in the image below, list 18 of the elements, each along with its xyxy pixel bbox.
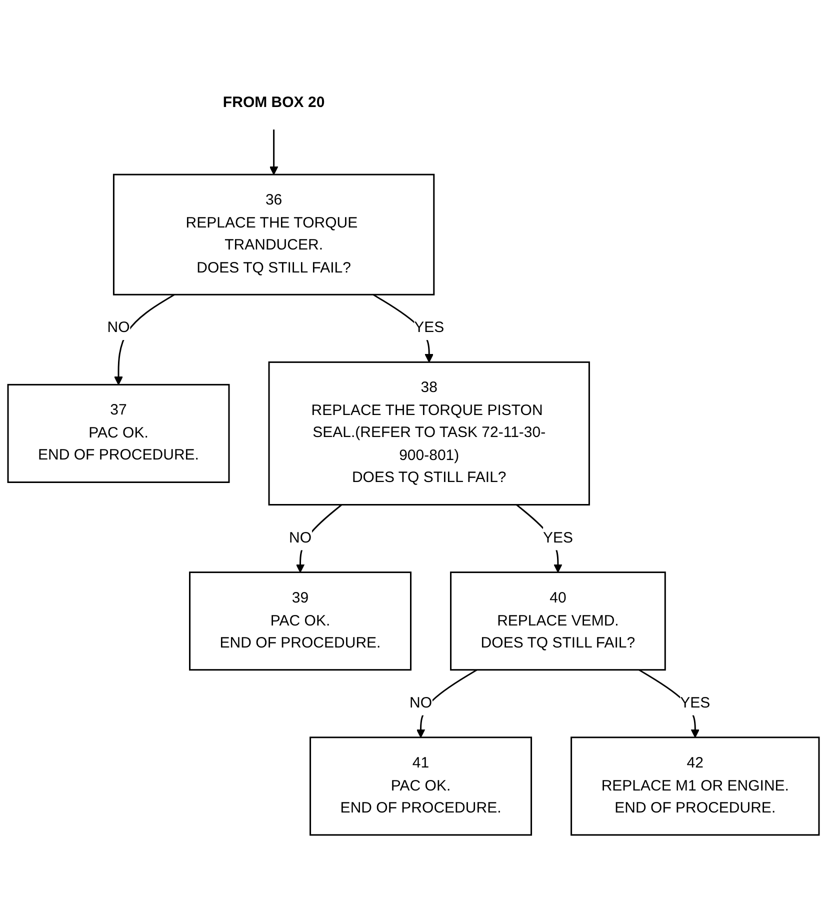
edge-label: NO [107,318,130,336]
arrow [114,294,175,385]
node-box: 38 REPLACE THE TORQUE PISTON SEAL.(REFER TO TASK 72-11-30-900-801) DOES TQ STILL FAIL? [268,360,590,506]
arrow [416,668,478,738]
node-box: 37 PAC OK. END OF PROCEDURE. [7,383,230,482]
edge-label: NO [289,528,312,546]
node-box: 36 REPLACE THE TORQUE TRANDUCER. DOES TQ STILL FAIL? [112,173,435,295]
node-text: FROM BOX 20 [222,94,325,111]
edge-label: YES [680,694,710,711]
edge-label: NO [410,694,432,711]
arrow [269,129,278,174]
node-box: 39 PAC OK. END OF PROCEDURE. [189,571,412,670]
arrow [296,504,342,572]
edge-label: YES [414,318,444,336]
node-box: 41 PAC OK. END OF PROCEDURE. [310,736,532,836]
node-box: 42 REPLACE M1 OR ENGINE. END OF PROCEDURE. [570,736,820,836]
node-box: 40 REPLACE VEMD. DOES TQ STILL FAIL? [450,571,666,670]
edge-label: YES [542,528,573,546]
